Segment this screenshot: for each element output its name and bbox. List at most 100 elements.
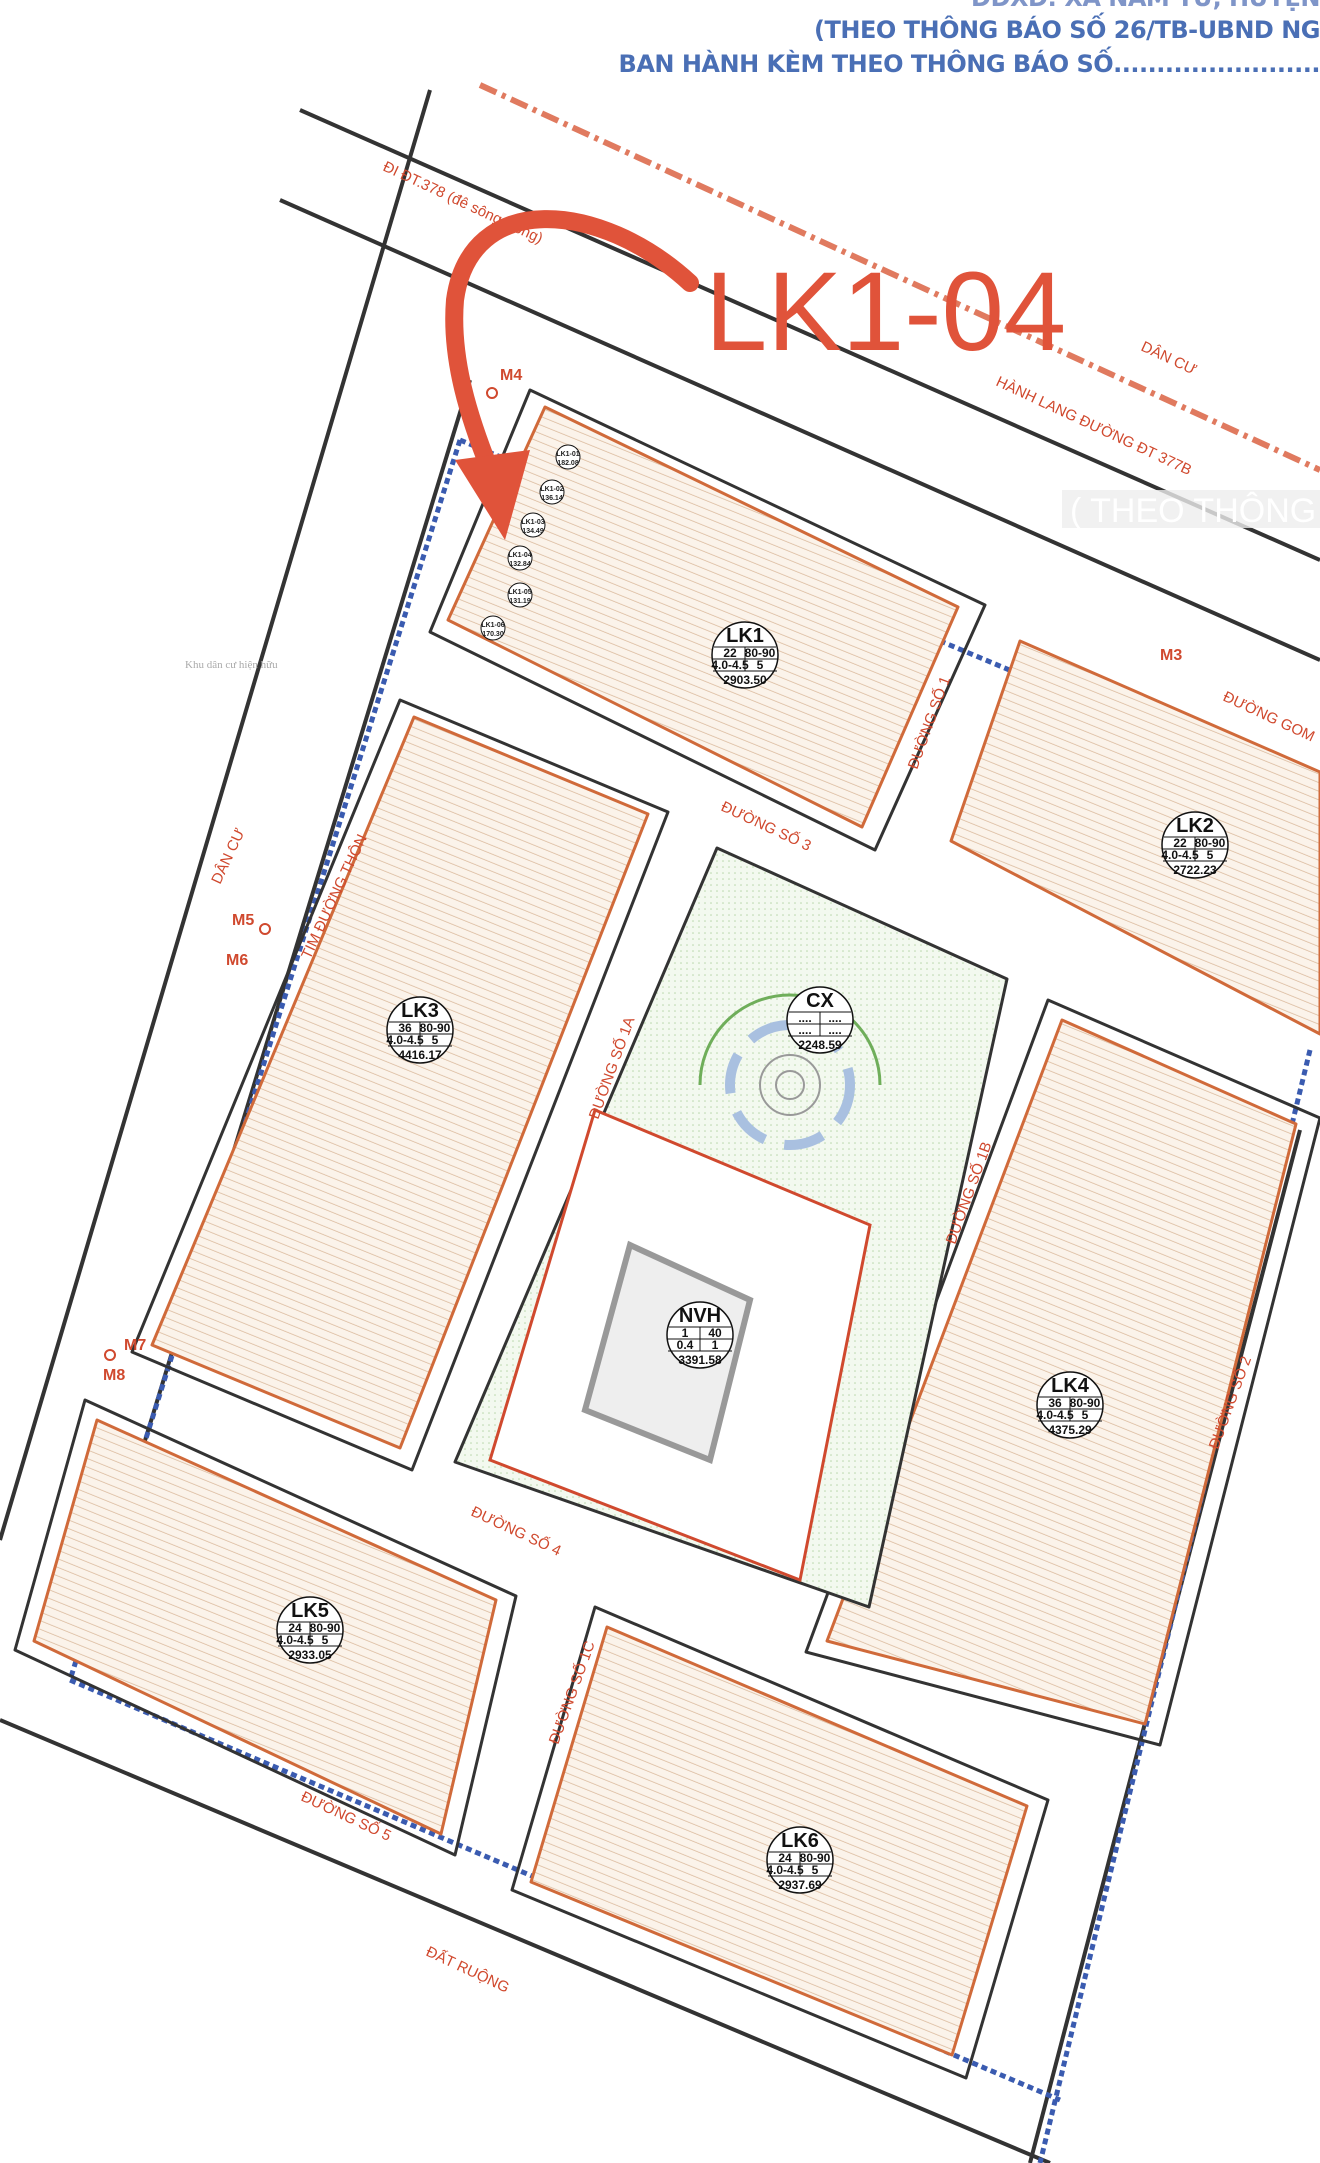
block-id: LK4 (1051, 1375, 1090, 1397)
nvh-d: 1 (712, 1338, 719, 1352)
callout-arrowhead-icon (455, 450, 530, 540)
block-floors-range: 80-90 (800, 1851, 831, 1865)
block-height: 4.0-4.5 (711, 658, 749, 672)
park-b: .... (828, 1011, 841, 1025)
nvh-c: 0.4 (677, 1338, 694, 1352)
block-floors: 5 (432, 1033, 439, 1047)
header-line-1: ĐĐXD: XÃ NAM TỪ, HUYỆN (971, 0, 1320, 12)
block-lots: 22 (723, 646, 737, 660)
block-id: LK2 (1176, 815, 1214, 837)
blocks (32, 405, 1320, 2057)
lot-area: 134.49 (522, 528, 544, 535)
lot-area: 136.14 (541, 495, 563, 502)
block-lk2[interactable] (949, 639, 1320, 1036)
block-height: 4.0-4.5 (276, 1633, 314, 1647)
watermark-box (1062, 490, 1320, 528)
park-a: .... (798, 1011, 811, 1025)
lot-id: LK1-03 (521, 519, 544, 526)
block-lots: 36 (398, 1021, 412, 1035)
block-lots: 24 (778, 1851, 792, 1865)
lot-area: 132.84 (509, 561, 531, 568)
block-area: 2722.23 (1173, 863, 1217, 877)
marker-m6: M6 (226, 952, 248, 969)
park-label: CX .... .... .... .... 2248.59 (786, 986, 854, 1054)
block-id: LK6 (781, 1830, 819, 1852)
lot-area: 182.08 (557, 460, 579, 467)
land-label-khudancu: Khu dân cư hiện hữu (185, 659, 278, 671)
block-floors: 5 (812, 1863, 819, 1877)
block-area: 2937.69 (778, 1878, 822, 1892)
block-lots: 22 (1173, 836, 1187, 850)
block-area: 2933.05 (288, 1648, 332, 1662)
marker-m4: M4 (500, 367, 522, 384)
lot-id: LK1-02 (540, 486, 563, 493)
block-floors-range: 80-90 (1070, 1396, 1101, 1410)
lot-label[interactable]: LK1-04 132.84 (507, 545, 533, 571)
lot-label[interactable]: LK1-02 136.14 (539, 479, 565, 505)
block-floors-range: 80-90 (310, 1621, 341, 1635)
nvh-b: 40 (708, 1326, 722, 1340)
block-id: LK1 (726, 625, 764, 647)
block-area: 4375.29 (1048, 1423, 1092, 1437)
lot-label[interactable]: LK1-03 134.49 (520, 512, 546, 538)
community-house-building (581, 1240, 754, 1465)
lot-label[interactable]: LK1-01 182.08 (555, 444, 581, 470)
block-area: 2903.50 (723, 673, 767, 687)
marker-m5: M5 (232, 912, 254, 929)
block-lk3[interactable] (150, 715, 650, 1450)
callout-arrow (445, 210, 699, 479)
flower-fountain (698, 993, 882, 1150)
lot-id: LK1-04 (508, 552, 531, 559)
lot-id: LK1-06 (481, 622, 504, 629)
park-id: CX (806, 990, 834, 1012)
lot-id: LK1-05 (508, 589, 531, 596)
road-label-4: ĐƯỜNG SỐ 4 (468, 1502, 564, 1559)
nvh-a: 1 (682, 1326, 689, 1340)
land-label-dancu-north: DÂN CƯ (1138, 338, 1199, 379)
block-floors-range: 80-90 (1195, 836, 1226, 850)
block-lots: 36 (1048, 1396, 1062, 1410)
land-label-dancu-west: DÂN CƯ (208, 825, 249, 886)
block-id: LK5 (291, 1600, 329, 1622)
block-lots: 24 (288, 1621, 302, 1635)
block-area: 4416.17 (398, 1048, 442, 1062)
park-c: .... (798, 1023, 811, 1037)
block-floors: 5 (1207, 848, 1214, 862)
lot-label[interactable]: LK1-06 170.30 (480, 615, 506, 641)
block-height: 4.0-4.5 (1036, 1408, 1074, 1422)
park-area: 2248.59 (798, 1038, 842, 1052)
marker-m3: M3 (1160, 647, 1182, 664)
watermark-text: ( THEO THÔNG (1070, 492, 1316, 530)
lot-label[interactable]: LK1-05 131.19 (507, 582, 533, 608)
lot-area: 170.30 (482, 631, 504, 638)
marker-m7: M7 (124, 1337, 146, 1354)
lot-area: 131.19 (509, 598, 531, 605)
block-height: 4.0-4.5 (1161, 848, 1199, 862)
callout-label: LK1-04 (705, 249, 1066, 374)
nvh-area: 3391.58 (678, 1353, 722, 1367)
header-line-3: BAN HÀNH KÈM THEO THÔNG BÁO SỐ..........… (618, 50, 1320, 78)
road-label-hanhlang: HÀNH LANG ĐƯỜNG ĐT 377B (993, 373, 1194, 479)
block-lk1[interactable] (446, 405, 960, 829)
marker-m8: M8 (103, 1367, 125, 1384)
block-floors-range: 80-90 (745, 646, 776, 660)
block-height: 4.0-4.5 (386, 1033, 424, 1047)
block-height: 4.0-4.5 (766, 1863, 804, 1877)
lot-id: LK1-01 (556, 451, 579, 458)
block-id: LK3 (401, 1000, 439, 1022)
nvh-label: NVH 1 40 0.4 1 3391.58 (666, 1301, 734, 1369)
block-floors: 5 (1082, 1408, 1089, 1422)
survey-markers: M4 M3 M5 M6 M7 M8 (103, 367, 1182, 1384)
block-floors: 5 (757, 658, 764, 672)
block-lk5[interactable] (32, 1418, 498, 1836)
block-floors: 5 (322, 1633, 329, 1647)
road-label-dt378: ĐI ĐT.378 (đê sông Hồng) (380, 158, 545, 247)
nvh-id: NVH (679, 1305, 721, 1327)
